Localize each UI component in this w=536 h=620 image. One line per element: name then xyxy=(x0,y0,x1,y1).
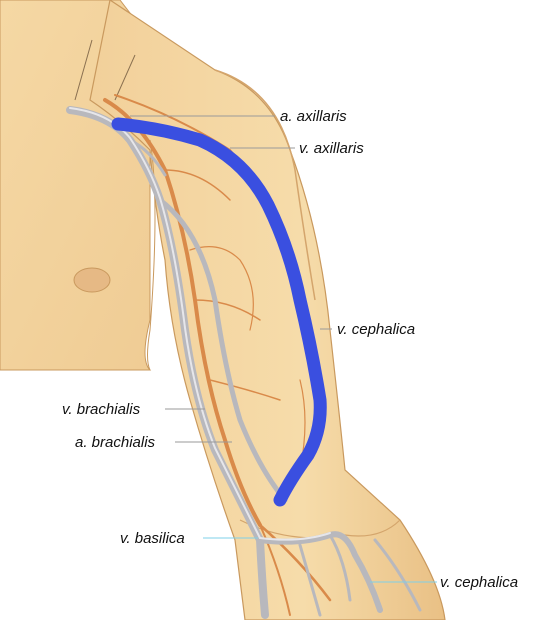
nipple-shape xyxy=(74,268,110,292)
label-a-axillaris: a. axillaris xyxy=(280,108,347,125)
label-v-cephalica-upper: v. cephalica xyxy=(337,321,415,338)
label-v-brachialis: v. brachialis xyxy=(62,401,141,418)
label-a-brachialis: a. brachialis xyxy=(75,434,156,451)
label-v-basilica: v. basilica xyxy=(120,530,185,547)
label-v-axillaris: v. axillaris xyxy=(299,140,364,157)
label-v-cephalica-lower: v. cephalica xyxy=(440,574,518,591)
